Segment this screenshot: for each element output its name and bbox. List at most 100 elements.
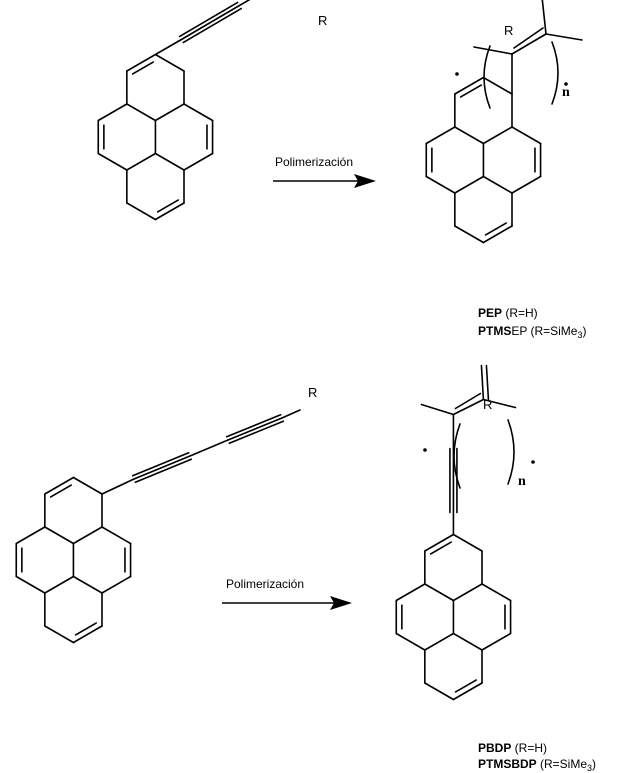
polymer1-pyrene-double-bond xyxy=(459,84,483,98)
caption-pbdp: PBDP (R=H) xyxy=(478,741,547,755)
monomer1-pyrene-bond xyxy=(154,202,185,221)
monomer1-pyrene-bond xyxy=(126,53,157,72)
monomer1-pyrene-bond xyxy=(126,202,157,221)
monomer2-pyrene-bond xyxy=(101,575,132,594)
monomer2-pyrene-double-bond xyxy=(49,484,73,498)
polymer2-pyrene-bond xyxy=(481,632,512,651)
polymer2-pyrene-bond xyxy=(395,632,426,651)
monomer2-triple-bond-2 xyxy=(225,413,282,438)
monomer1-triple-bond xyxy=(178,1,239,38)
polymer2-pyrene-bond xyxy=(481,583,512,602)
polymer2-vinylene xyxy=(452,398,485,416)
monomer1-substituent-label: R xyxy=(318,13,327,28)
polymer2-pyrene-bond xyxy=(424,533,455,552)
monomer2-pyrene-bond xyxy=(44,575,75,594)
polymer1-backbone-right xyxy=(545,33,583,41)
monomer1-triple-bond xyxy=(182,7,242,44)
monomer2-link xyxy=(101,478,135,495)
polymer1-substituent-label: R xyxy=(504,23,513,38)
monomer2-pyrene-bond xyxy=(44,476,75,495)
polymer2-pyrene-bond xyxy=(452,583,483,602)
reaction-arrow-2 xyxy=(222,596,352,610)
polymer2-end-dot-right xyxy=(531,460,535,464)
polymer2-pyrene-double-bond xyxy=(454,679,477,693)
reaction-arrow-1 xyxy=(273,174,376,188)
scheme-2: R Polimerización R n PBDP (R=H) PTMSBDP … xyxy=(222,385,596,773)
polymer2-r-bond-double xyxy=(485,364,490,401)
polymer1-pyrene-bond xyxy=(425,175,456,194)
monomer1-triple-bond xyxy=(180,4,241,41)
monomer2-triple-bond-2 xyxy=(227,417,283,441)
arrow1-label: Polimerización xyxy=(275,155,353,169)
polymer2-pyrene-bond xyxy=(452,682,483,701)
monomer2-triple-bond-1 xyxy=(131,451,190,477)
polymer2-pyrene-bond xyxy=(424,632,455,651)
monomer2-triple-bond-2 xyxy=(228,420,285,445)
polymer1-end-dot-left xyxy=(455,72,459,76)
polymer2-left-paren xyxy=(453,423,461,489)
polymer1-pyrene-bond xyxy=(511,175,542,194)
polymer1-vinylene xyxy=(511,33,547,55)
polymer1-pyrene-bond xyxy=(454,225,485,244)
monomer1-link xyxy=(154,38,183,56)
monomer1-pyrene-bond xyxy=(97,152,128,171)
monomer2-pyrene-double-bond xyxy=(74,622,97,636)
molecular-bonds xyxy=(15,0,583,701)
polymer1-pyrene-double-bond xyxy=(484,222,507,236)
monomer1-pyrene-bond xyxy=(154,103,185,122)
polymer1-vinylene-double xyxy=(513,27,544,49)
monomer2-pyrene-bond xyxy=(15,575,46,594)
polymer2-pyrene-double-bond xyxy=(429,541,453,555)
monomer2-triple-bond-1 xyxy=(133,455,191,480)
monomer2-pyrene-bond xyxy=(44,526,75,545)
polymer1-pyrene-bond xyxy=(454,126,485,145)
monomer1-pyrene-bond xyxy=(126,152,157,171)
monomer2-pyrene-bond xyxy=(101,526,132,545)
monomer1-pyrene-bond xyxy=(97,103,128,122)
polymer2-pyrene-bond xyxy=(452,533,483,552)
monomer1-pyrene-double-bond xyxy=(156,199,179,213)
polymer1-pyrene-bond xyxy=(482,225,513,244)
polymer2-r-bond xyxy=(480,364,485,401)
monomer2-pyrene-bond xyxy=(72,476,103,495)
polymer1-pyrene-bond xyxy=(454,76,485,95)
polymer2-backbone-right xyxy=(482,398,517,409)
monomer2-single-bond xyxy=(189,439,229,457)
monomer1-pyrene-bond xyxy=(154,53,185,72)
polymer1-right-paren xyxy=(551,41,559,105)
caption-ptmsep: PTMSEP (R=SiMe3) xyxy=(478,324,587,340)
polymer1-backbone-left xyxy=(473,46,513,55)
polymer2-pyrene-bond xyxy=(424,682,455,701)
monomer2-pyrene-bond xyxy=(72,526,103,545)
polymer2-substituent-label: R xyxy=(483,397,492,412)
monomer2-pyrene-bond xyxy=(15,526,46,545)
polymer1-pyrene-bond xyxy=(454,175,485,194)
monomer2-r-bond xyxy=(281,409,301,419)
polymer2-end-dot-left xyxy=(423,448,427,452)
monomer2-triple-bond-1 xyxy=(134,458,193,484)
polymer2-right-paren xyxy=(507,419,515,485)
polymer1-pyrene-bond xyxy=(425,126,456,145)
polymer2-pyrene-bond xyxy=(424,583,455,602)
scheme-1: R Polimerización R n PEP (R=H) PTMSEP (R… xyxy=(273,13,587,340)
monomer1-pyrene-bond xyxy=(183,152,214,171)
monomer1-r-bond xyxy=(238,0,251,7)
monomer2-substituent-label: R xyxy=(308,385,317,400)
monomer2-pyrene-bond xyxy=(44,625,75,644)
monomer2-pyrene-bond xyxy=(72,625,103,644)
polymer1-pyrene-bond xyxy=(511,126,542,145)
polymer1-pyrene-bond xyxy=(482,175,513,194)
polymer2-vinylene-double xyxy=(454,392,482,410)
monomer2-pyrene-bond xyxy=(72,575,103,594)
polymer1-pyrene-bond xyxy=(482,126,513,145)
monomer1-pyrene-bond xyxy=(126,103,157,122)
polymer1-repeat-index: n xyxy=(562,85,570,100)
polymer1-pyrene-bond xyxy=(482,76,513,95)
polymer2-backbone-left xyxy=(420,403,455,416)
arrow2-label: Polimerización xyxy=(226,577,304,591)
monomer1-pyrene-bond xyxy=(183,103,214,122)
polymer2-repeat-index: n xyxy=(518,474,526,489)
polymer1-left-paren xyxy=(483,45,491,109)
polymer1-end-dot-right xyxy=(564,82,568,86)
